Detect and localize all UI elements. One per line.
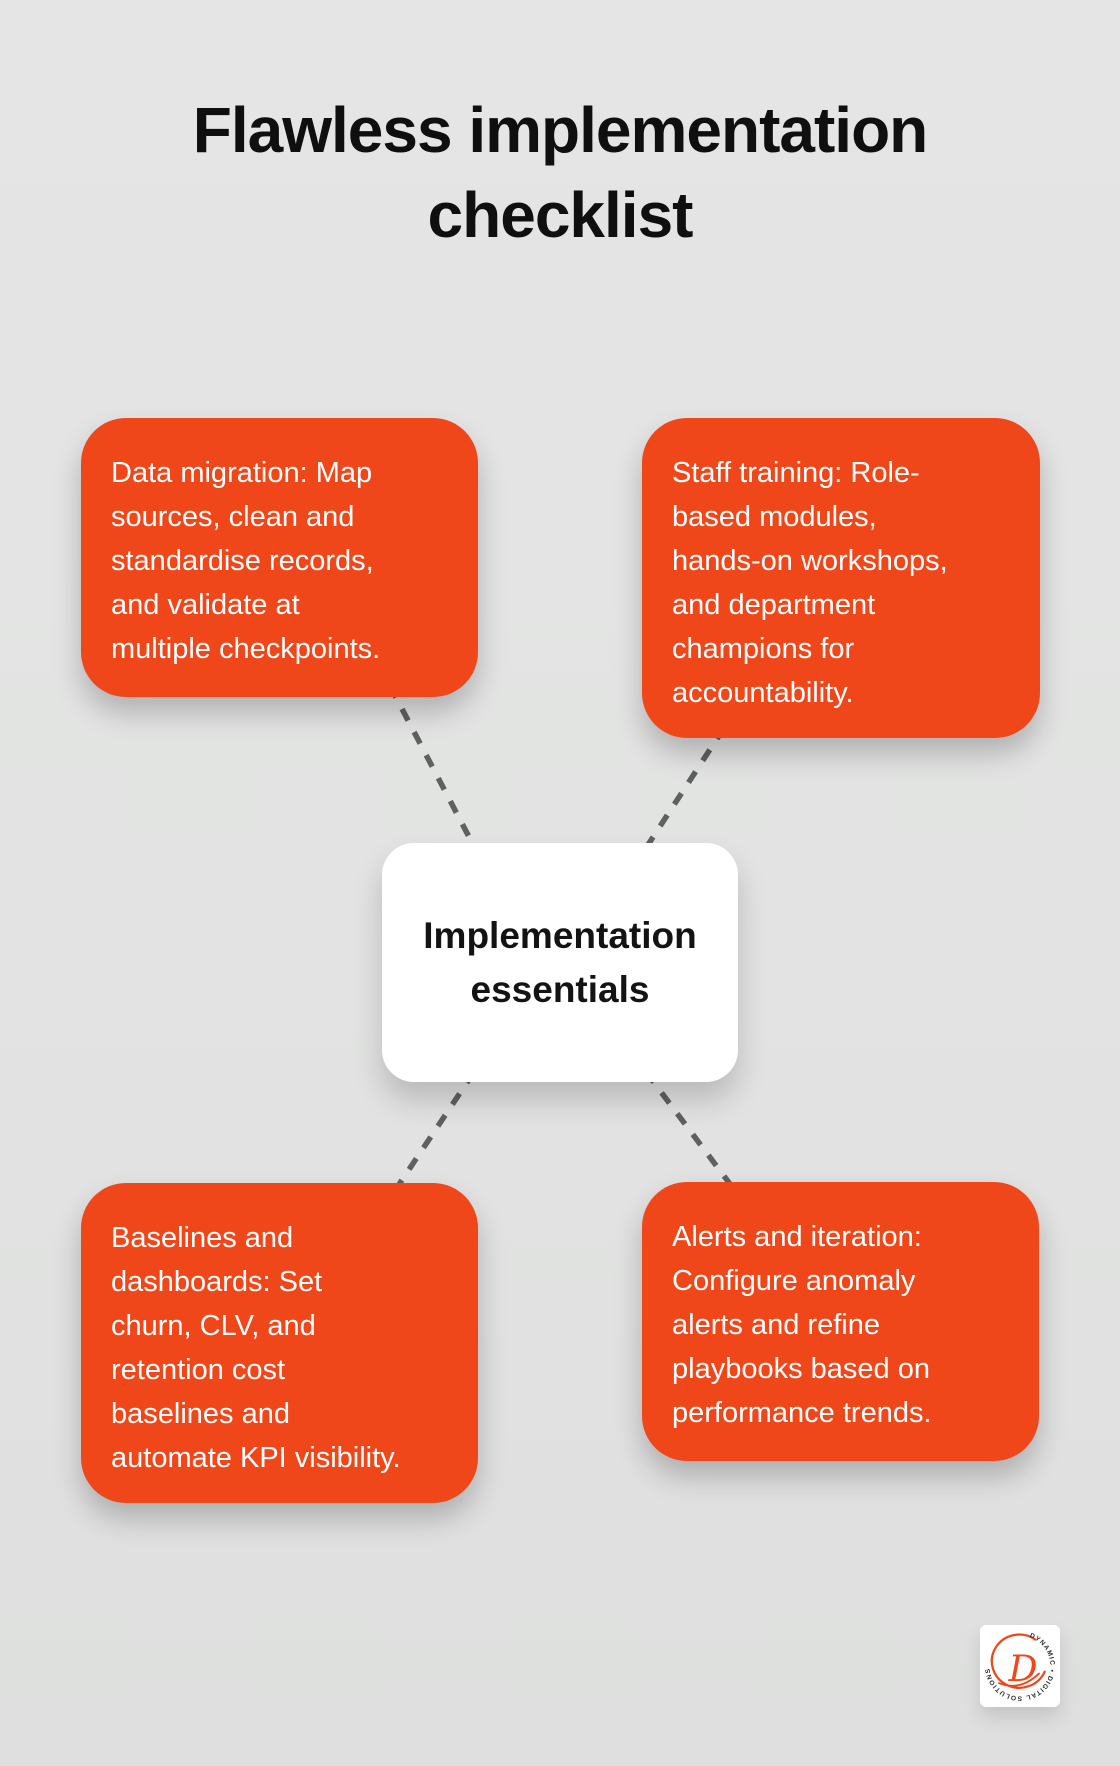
- center-node-implementation-essentials: Implementation essentials: [382, 843, 738, 1082]
- checklist-card-staff-training: Staff training: Role- based modules, han…: [642, 418, 1040, 738]
- connector-line-top-right: [639, 726, 727, 856]
- page-title: Flawless implementation checklist: [192, 94, 929, 251]
- brand-logo: D DYNAMIC • DIGITAL SOLUTIONS: [980, 1625, 1060, 1707]
- checklist-card-text: Baselines and dashboards: Set churn, CLV…: [111, 1222, 401, 1474]
- checklist-card-baselines-dashboards: Baselines and dashboards: Set churn, CLV…: [81, 1183, 478, 1503]
- brand-logo-icon: D DYNAMIC • DIGITAL SOLUTIONS: [985, 1632, 1055, 1701]
- logo-monogram: D: [1008, 1648, 1038, 1690]
- center-node-label: Implementation essentials: [423, 914, 697, 1010]
- logo-swirl-outer: [990, 1633, 1046, 1689]
- checklist-card-data-migration: Data migration: Map sources, clean and s…: [81, 418, 478, 697]
- connector-line-top-left: [387, 684, 481, 856]
- checklist-card-text: Alerts and iteration: Configure anomaly …: [672, 1221, 932, 1429]
- connector-line-bottom-right: [643, 1070, 739, 1194]
- connector-line-bottom-left: [391, 1070, 477, 1194]
- checklist-card-text: Data migration: Map sources, clean and s…: [111, 457, 381, 665]
- checklist-card-alerts-iteration: Alerts and iteration: Configure anomaly …: [642, 1182, 1039, 1461]
- logo-swirl-swash: [998, 1672, 1040, 1687]
- checklist-card-text: Staff training: Role- based modules, han…: [672, 457, 948, 709]
